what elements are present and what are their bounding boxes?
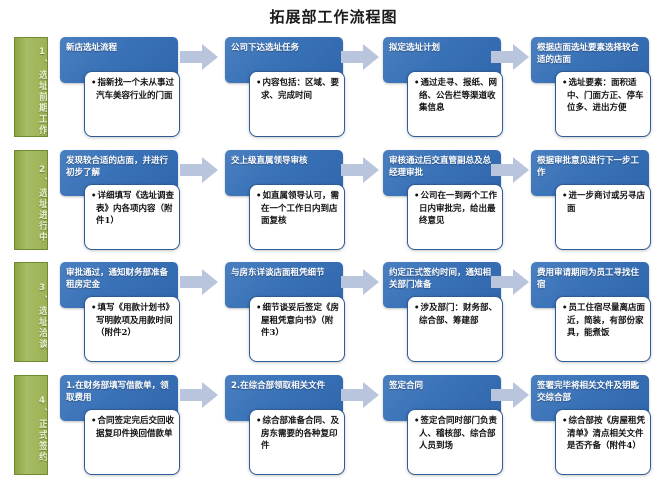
step-detail-text: 进一步商讨或另寻店面 bbox=[560, 190, 646, 215]
flow-step-1-1[interactable]: 新店选址流程 指新找一个未从事过汽车美容行业的门面 bbox=[60, 37, 180, 141]
step-detail-text: 综合部准备合同、及房东需要的各种复印件 bbox=[254, 415, 340, 453]
arrow-right-icon bbox=[180, 382, 218, 408]
step-detail: 员工住宿尽量离店面近，简装，有部份家具，能煮饭 bbox=[555, 296, 651, 362]
step-detail-text: 详细填写《选址调查表》内各项内容（附件1） bbox=[89, 190, 175, 228]
phase-label-4: 4、正式签约 bbox=[14, 375, 48, 475]
arrow-right-icon bbox=[180, 157, 218, 183]
step-detail: 细节谈妥后签定《房屋租凭意向书》（附件3） bbox=[249, 296, 345, 362]
arrow-right-icon bbox=[341, 44, 379, 70]
arrow-right-icon bbox=[491, 382, 529, 408]
step-detail: 如直属领导认可，需在一个工作日内到店面复核 bbox=[249, 184, 345, 250]
flow-step-4-3[interactable]: 签定合同 签定合同时部门负责人、稽核部、综合部人员到场 bbox=[383, 375, 503, 479]
flow-step-1-2[interactable]: 公司下达选址任务 内容包括：区域、要求、完成时间 bbox=[225, 37, 345, 141]
arrow-right-icon bbox=[491, 44, 529, 70]
flow-step-3-2[interactable]: 与房东详谈店面租凭细节 细节谈妥后签定《房屋租凭意向书》（附件3） bbox=[225, 262, 345, 366]
step-detail-text: 指新找一个未从事过汽车美容行业的门面 bbox=[89, 77, 175, 102]
flow-step-2-3[interactable]: 审核通过后交直管副总及总经理审批 公司在一到两个工作日内审批完，给出最终意见 bbox=[383, 150, 503, 254]
step-detail: 合同签定完后交回收据复印件换回借款单 bbox=[84, 409, 180, 475]
flow-step-3-4[interactable]: 费用审请期间为员工寻找住宿 员工住宿尽量离店面近，简装，有部份家具，能煮饭 bbox=[531, 262, 651, 366]
step-detail-text: 内容包括：区域、要求、完成时间 bbox=[254, 77, 340, 102]
step-detail-text: 员工住宿尽量离店面近，简装，有部份家具，能煮饭 bbox=[560, 302, 646, 340]
step-detail: 详细填写《选址调查表》内各项内容（附件1） bbox=[84, 184, 180, 250]
step-detail: 进一步商讨或另寻店面 bbox=[555, 184, 651, 250]
step-detail-text: 填写《用款计划书》写明款项及用款时间（附件2） bbox=[89, 302, 175, 340]
step-detail-text: 选址要素：面积适中、门面方正、停车位多、进出方便 bbox=[560, 77, 646, 115]
step-detail: 综合部按《房屋租凭清单》清点相关文件是否齐备（附件4） bbox=[555, 409, 651, 475]
flow-step-2-4[interactable]: 根据审批意见进行下一步工作 进一步商讨或另寻店面 bbox=[531, 150, 651, 254]
arrow-right-icon bbox=[180, 269, 218, 295]
step-detail: 指新找一个未从事过汽车美容行业的门面 bbox=[84, 71, 180, 137]
flow-step-2-1[interactable]: 发现较合适的店面，并进行初步了解 详细填写《选址调查表》内各项内容（附件1） bbox=[60, 150, 180, 254]
arrow-right-icon bbox=[341, 382, 379, 408]
flow-step-1-3[interactable]: 拟定选址计划 通过走寻、报纸、网络、公告栏等渠道收集信息 bbox=[383, 37, 503, 141]
flow-step-4-2[interactable]: 2.在综合部领取相关文件 综合部准备合同、及房东需要的各种复印件 bbox=[225, 375, 345, 479]
step-detail-text: 通过走寻、报纸、网络、公告栏等渠道收集信息 bbox=[412, 77, 498, 115]
arrow-right-icon bbox=[180, 44, 218, 70]
step-detail: 公司在一到两个工作日内审批完，给出最终意见 bbox=[407, 184, 503, 250]
flow-step-4-4[interactable]: 签署完毕将相关文件及钥匙交综合部 综合部按《房屋租凭清单》清点相关文件是否齐备（… bbox=[531, 375, 651, 479]
flow-row-1: 1、选址前期工作 新店选址流程 指新找一个未从事过汽车美容行业的门面 公司下达选… bbox=[0, 32, 667, 144]
arrow-right-icon bbox=[491, 269, 529, 295]
phase-label-1: 1、选址前期工作 bbox=[14, 37, 48, 137]
phase-label-3: 3、选址洽谈 bbox=[14, 262, 48, 362]
flow-row-2: 2、选址进行中 发现较合适的店面，并进行初步了解 详细填写《选址调查表》内各项内… bbox=[0, 145, 667, 257]
flow-row-4: 4、正式签约 1.在财务部填写借款单，领取费用 合同签定完后交回收据复印件换回借… bbox=[0, 370, 667, 482]
step-detail: 涉及部门：财务部、综合部、筹建部 bbox=[407, 296, 503, 362]
arrow-right-icon bbox=[341, 269, 379, 295]
step-detail-text: 如直属领导认可，需在一个工作日内到店面复核 bbox=[254, 190, 340, 228]
step-detail: 通过走寻、报纸、网络、公告栏等渠道收集信息 bbox=[407, 71, 503, 137]
step-detail-text: 涉及部门：财务部、综合部、筹建部 bbox=[412, 302, 498, 327]
step-detail: 内容包括：区域、要求、完成时间 bbox=[249, 71, 345, 137]
step-detail: 填写《用款计划书》写明款项及用款时间（附件2） bbox=[84, 296, 180, 362]
flow-step-3-1[interactable]: 审批通过，通知财务部准备租房定金 填写《用款计划书》写明款项及用款时间（附件2） bbox=[60, 262, 180, 366]
flow-row-3: 3、选址洽谈 审批通过，通知财务部准备租房定金 填写《用款计划书》写明款项及用款… bbox=[0, 257, 667, 369]
arrow-right-icon bbox=[341, 157, 379, 183]
step-detail-text: 合同签定完后交回收据复印件换回借款单 bbox=[89, 415, 175, 440]
step-detail: 选址要素：面积适中、门面方正、停车位多、进出方便 bbox=[555, 71, 651, 137]
page-title: 拓展部工作流程图 bbox=[269, 8, 398, 26]
arrow-right-icon bbox=[491, 157, 529, 183]
step-detail-text: 综合部按《房屋租凭清单》清点相关文件是否齐备（附件4） bbox=[560, 415, 646, 453]
phase-label-2: 2、选址进行中 bbox=[14, 150, 48, 250]
step-detail: 签定合同时部门负责人、稽核部、综合部人员到场 bbox=[407, 409, 503, 475]
flow-step-4-1[interactable]: 1.在财务部填写借款单，领取费用 合同签定完后交回收据复印件换回借款单 bbox=[60, 375, 180, 479]
step-detail-text: 公司在一到两个工作日内审批完，给出最终意见 bbox=[412, 190, 498, 228]
flow-step-3-3[interactable]: 约定正式签约时间，通知相关部门准备 涉及部门：财务部、综合部、筹建部 bbox=[383, 262, 503, 366]
step-detail: 综合部准备合同、及房东需要的各种复印件 bbox=[249, 409, 345, 475]
flow-step-1-4[interactable]: 根据店面选址要素选择较合适的店面 选址要素：面积适中、门面方正、停车位多、进出方… bbox=[531, 37, 651, 141]
flow-step-2-2[interactable]: 交上级直属领导审核 如直属领导认可，需在一个工作日内到店面复核 bbox=[225, 150, 345, 254]
step-detail-text: 签定合同时部门负责人、稽核部、综合部人员到场 bbox=[412, 415, 498, 453]
step-detail-text: 细节谈妥后签定《房屋租凭意向书》（附件3） bbox=[254, 302, 340, 340]
